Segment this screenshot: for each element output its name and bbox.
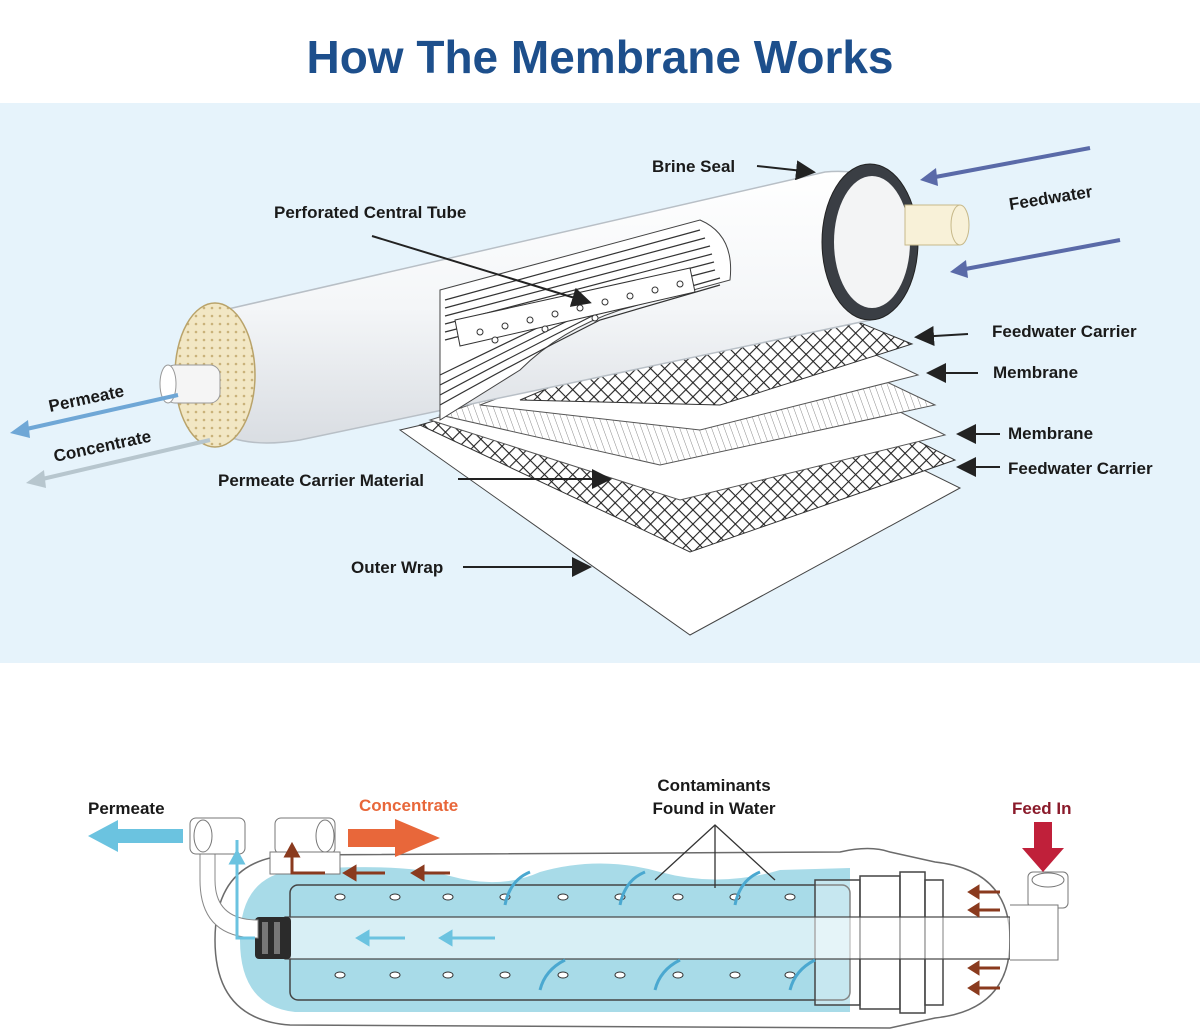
concentrate-out-arrow [37, 438, 211, 482]
label-permeate-bottom: Permeate [88, 799, 165, 818]
label-contaminants-line1: Contaminants [657, 776, 770, 795]
feedwater-arrow-1 [929, 146, 1091, 180]
label-permeate-carrier-material: Permeate Carrier Material [218, 471, 424, 490]
label-perforated-central-tube: Perforated Central Tube [274, 203, 466, 222]
label-membrane-1: Membrane [993, 363, 1078, 382]
label-outer-wrap: Outer Wrap [351, 558, 443, 577]
perforated-central-tube [454, 267, 696, 347]
central-tube [284, 916, 1011, 960]
label-feed-in: Feed In [1012, 799, 1072, 818]
feedwater-arrow-2 [959, 238, 1121, 272]
label-concentrate-bottom: Concentrate [359, 796, 458, 815]
permeate-connector [255, 917, 291, 959]
permeate-arrow [88, 820, 183, 852]
page-title: How The Membrane Works [306, 31, 894, 83]
label-concentrate-top: Concentrate [52, 427, 153, 466]
label-feedwater: Feedwater [1008, 182, 1094, 214]
water-flow-diagram: Permeate Concentrate Contaminants Found … [88, 776, 1072, 1029]
membrane-cutaway-diagram: Brine Seal Perforated Central Tube Feedw… [10, 146, 1153, 636]
concentrate-arrow [348, 819, 440, 857]
label-feedwater-carrier-1: Feedwater Carrier [992, 322, 1137, 341]
permeate-tube [199, 834, 259, 939]
label-contaminants-line2: Found in Water [652, 799, 775, 818]
label-feedwater-carrier-2: Feedwater Carrier [1008, 459, 1153, 478]
feed-in-arrow [1022, 822, 1064, 872]
permeate-out-arrow [21, 393, 179, 432]
label-brine-seal: Brine Seal [652, 157, 735, 176]
label-membrane-2: Membrane [1008, 424, 1093, 443]
